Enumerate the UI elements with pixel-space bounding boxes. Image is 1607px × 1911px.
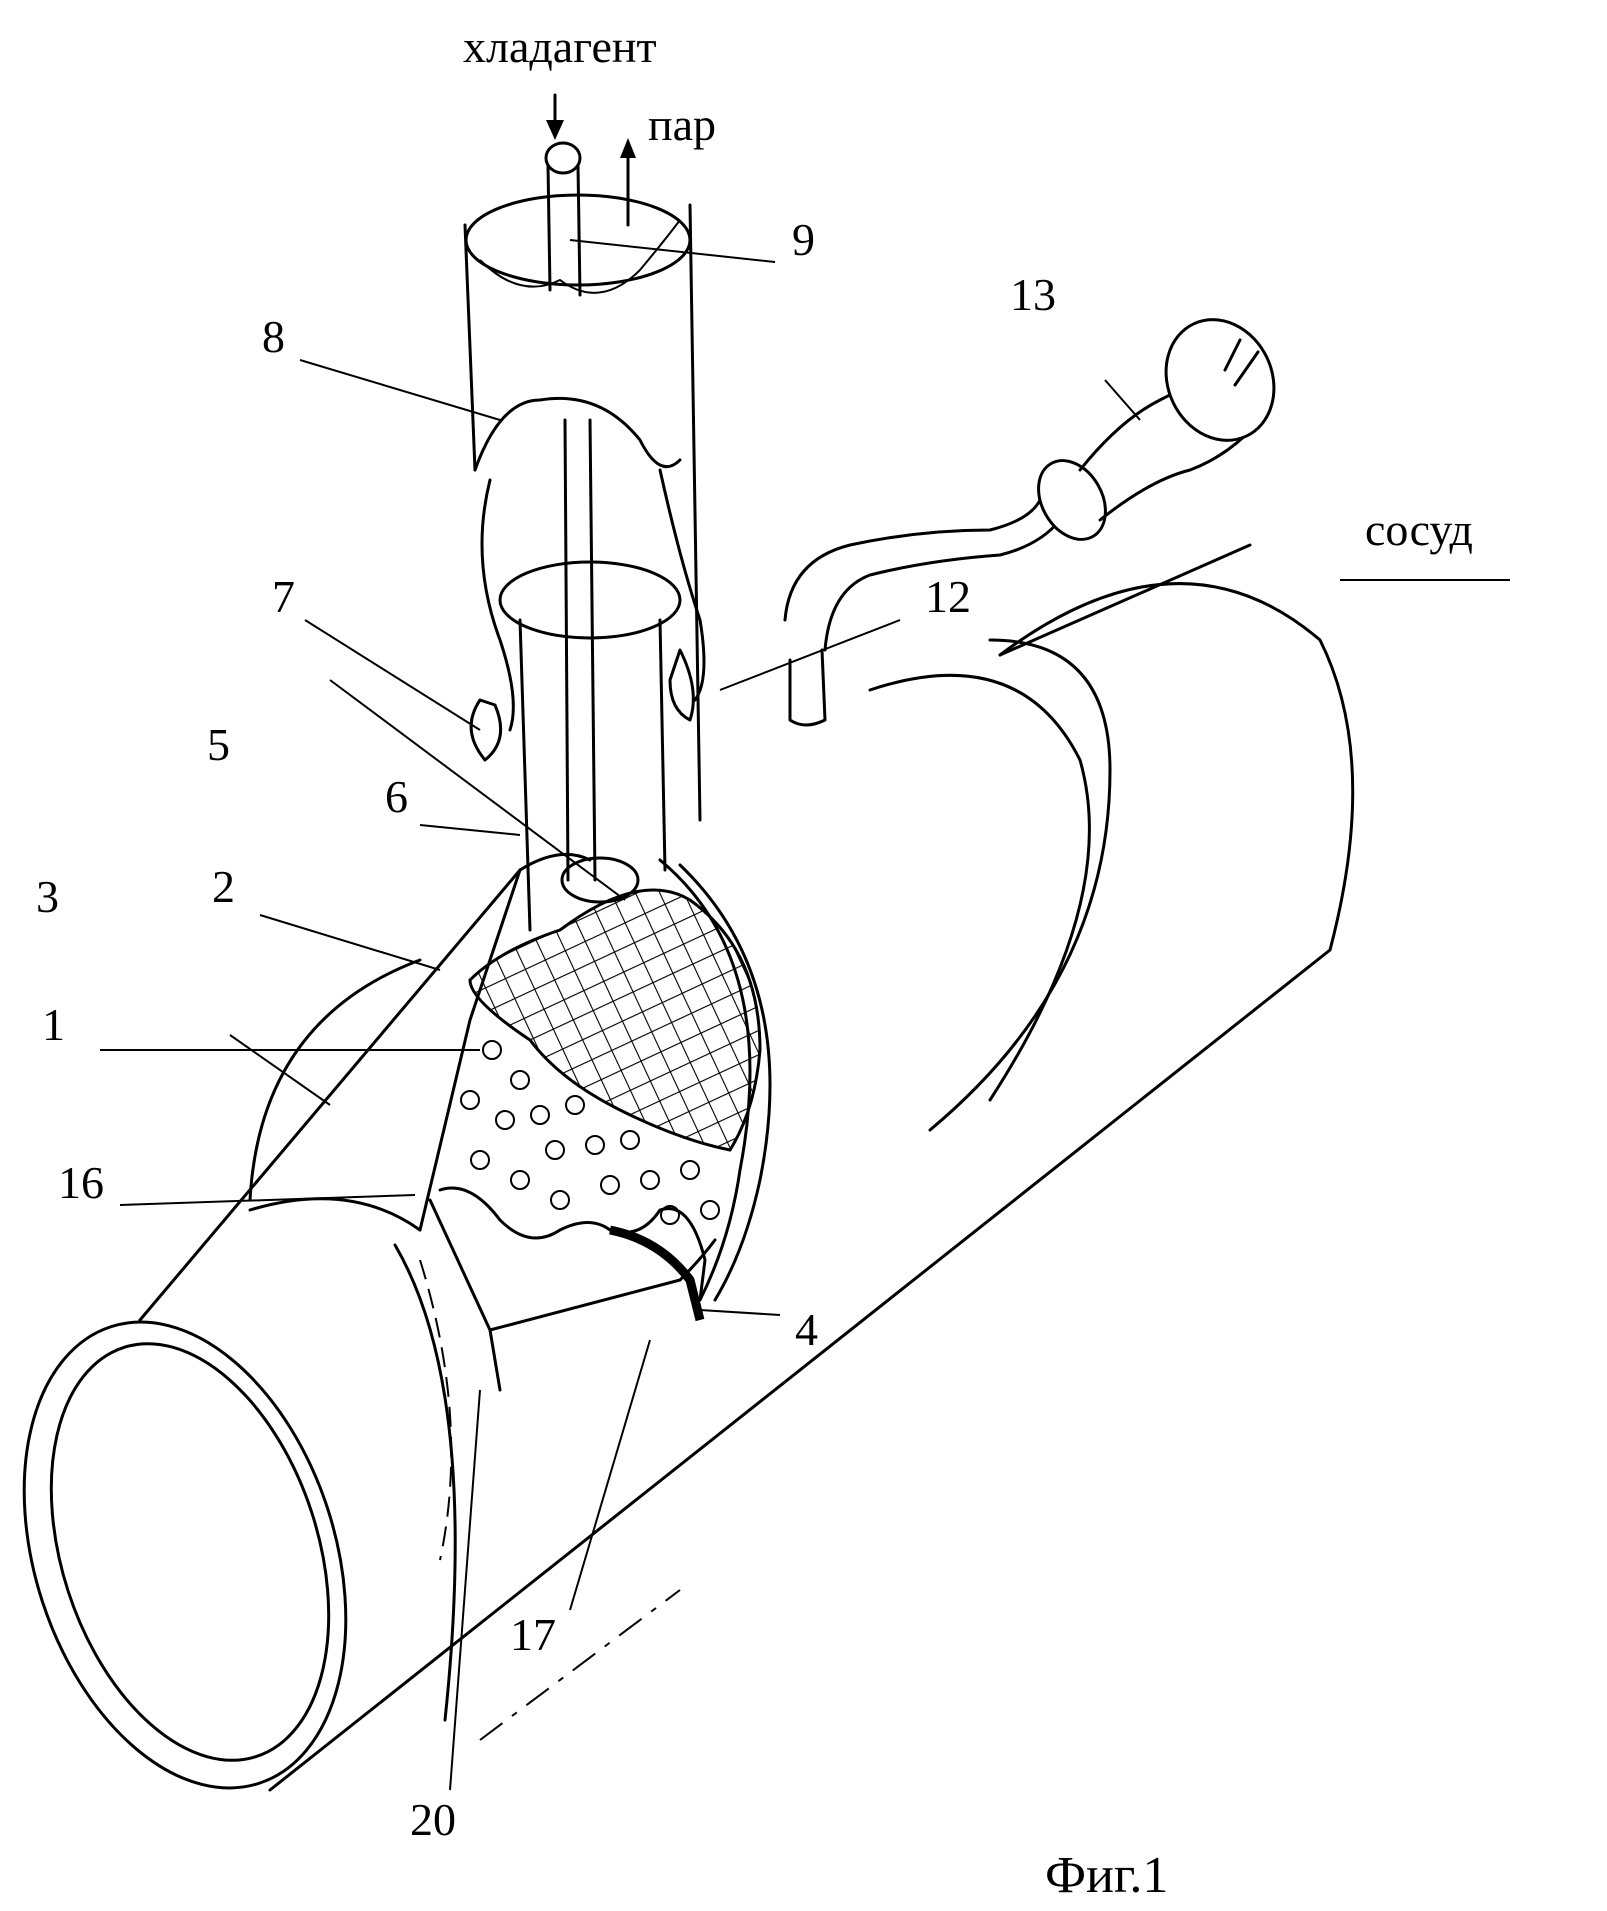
label-12: 12 [925,571,971,622]
label-vessel: сосуд [1365,504,1473,555]
label-1: 1 [42,999,65,1050]
label-7: 7 [272,571,295,622]
figure-caption: Фиг.1 [1045,1847,1168,1904]
label-2: 2 [212,861,235,912]
label-9: 9 [792,214,815,265]
label-13: 13 [1010,269,1056,320]
cryo-probe [465,143,704,930]
electrode-cable [785,302,1293,725]
label-8: 8 [262,311,285,362]
label-16: 16 [58,1157,104,1208]
label-17: 17 [510,1609,556,1660]
vessel-tube [0,545,1353,1830]
label-coolant: хладагент [463,21,657,72]
mesh-layer [470,890,760,1150]
label-6: 6 [385,771,408,822]
label-3: 3 [36,871,59,922]
label-5: 5 [207,719,230,770]
label-4: 4 [795,1304,818,1355]
label-steam: пар [648,99,716,150]
label-20: 20 [410,1794,456,1845]
